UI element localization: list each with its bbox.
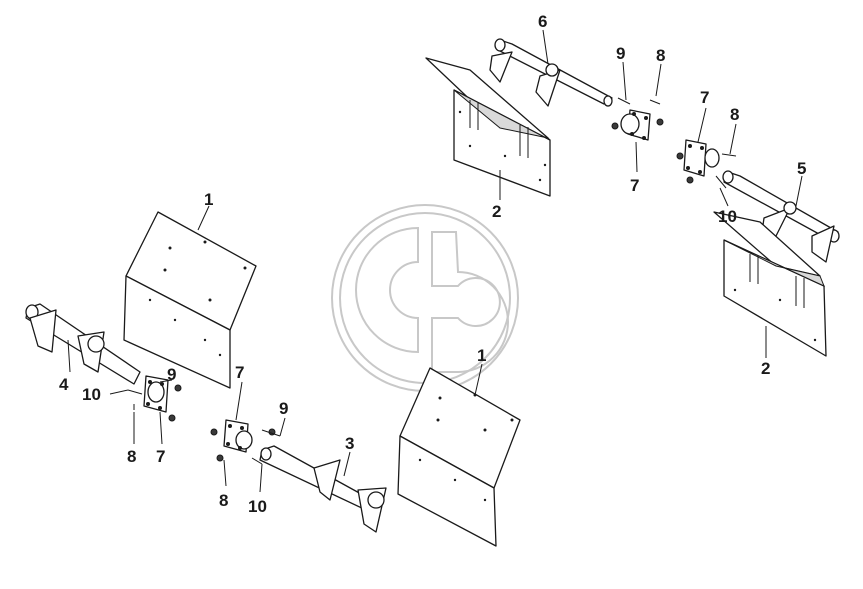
bearing-flange-left (127, 375, 182, 422)
shaft-left (25, 303, 141, 385)
shaft-upper (489, 38, 613, 107)
callout-2: 2 (761, 359, 770, 378)
bearing-flange-lower (210, 419, 281, 465)
deflector-plate-upper (425, 57, 551, 197)
callout-8: 8 (730, 105, 739, 124)
callout-7: 7 (235, 363, 244, 382)
callout-3: 3 (345, 434, 354, 453)
callout-10: 10 (718, 207, 737, 226)
callout-9: 9 (167, 365, 176, 384)
callout-7: 7 (700, 88, 709, 107)
callout-2: 2 (492, 202, 501, 221)
brand-logo-watermark-icon (331, 204, 519, 392)
deflector-plate-lower (397, 367, 521, 547)
callout-1: 1 (204, 190, 213, 209)
callout-10: 10 (248, 497, 267, 516)
shaft-right (722, 170, 840, 263)
callout-6: 6 (538, 12, 547, 31)
callout-7: 7 (630, 176, 639, 195)
callout-8: 8 (219, 491, 228, 510)
bearing-flange-upper (611, 97, 664, 141)
callout-4: 4 (59, 375, 69, 394)
callout-9: 9 (279, 399, 288, 418)
callout-5: 5 (797, 159, 806, 178)
callout-10: 10 (82, 385, 101, 404)
callout-9: 9 (616, 44, 625, 63)
callout-labels: 6 9 8 7 8 7 5 2 10 2 1 4 9 10 8 7 7 9 8 … (59, 12, 806, 516)
shaft-lower (259, 445, 387, 533)
callout-7: 7 (156, 447, 165, 466)
leader-lines (67, 29, 803, 493)
deflector-plate-left (123, 211, 257, 389)
callout-1: 1 (477, 346, 486, 365)
callout-8: 8 (127, 447, 136, 466)
callout-8: 8 (656, 46, 665, 65)
deflector-plate-right (713, 211, 827, 357)
bearing-flange-right (676, 139, 737, 189)
